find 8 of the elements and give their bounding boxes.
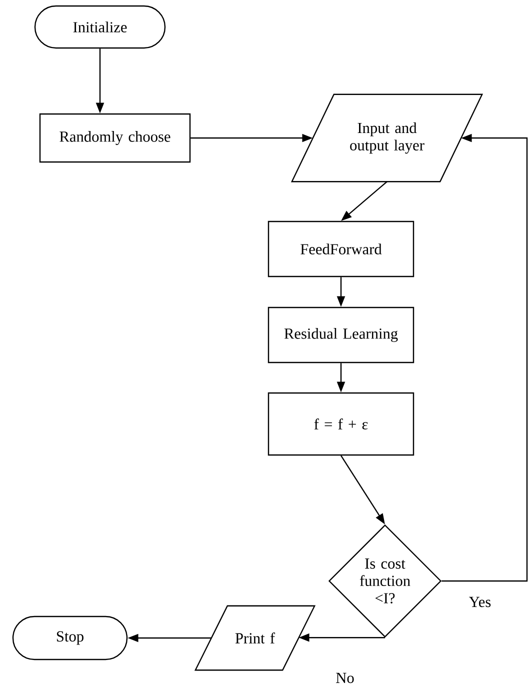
terminator: Stop xyxy=(12,616,128,660)
process-box: f = f + ε xyxy=(268,392,414,456)
terminator: Initialize xyxy=(34,5,166,49)
edge-label: Yes xyxy=(468,596,492,608)
edge-label: No xyxy=(334,672,356,684)
process-box: FeedForward xyxy=(268,220,414,278)
process-box: Randomly choose xyxy=(39,113,191,163)
process-box: Residual Learning xyxy=(268,306,414,364)
